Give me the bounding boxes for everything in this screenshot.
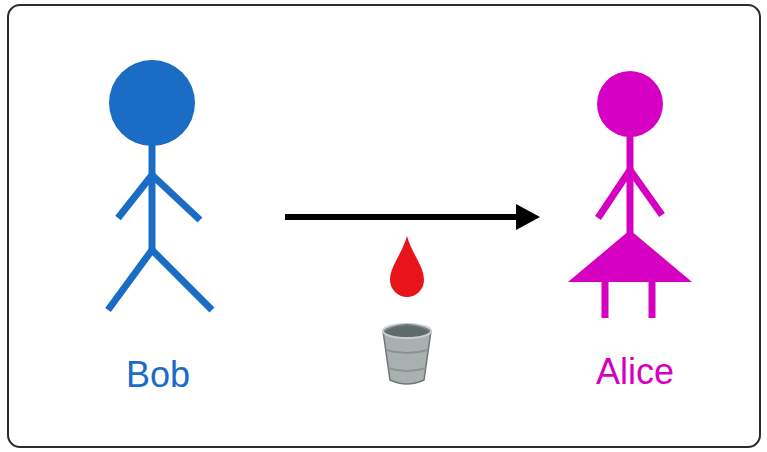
transfer-arrow: [285, 204, 540, 230]
person-name: Alice: [540, 352, 730, 392]
figure-limb: [152, 175, 200, 220]
figure-limb: [627, 134, 634, 245]
person-name: Bob: [95, 355, 221, 395]
figure-head: [597, 71, 663, 137]
figure-limb: [649, 280, 656, 318]
figure-limb: [602, 280, 609, 318]
frame: [8, 5, 760, 447]
blood-drop: [390, 236, 424, 297]
stick-figure: [540, 60, 730, 400]
bucket-handle: [384, 325, 430, 332]
figure-limb: [118, 175, 152, 218]
bucket-rim: [383, 324, 431, 338]
bucket-icon: [383, 324, 431, 384]
arrow-head: [516, 204, 540, 230]
person-node: Bob: [95, 55, 285, 400]
bucket-rib: [386, 350, 428, 353]
stick-figure: [95, 55, 285, 400]
figure-skirt: [568, 230, 692, 282]
figure-limb: [598, 170, 630, 218]
figure-head: [109, 60, 195, 146]
figure-limb: [630, 170, 662, 215]
figure-limb: [152, 250, 212, 310]
person-node: Alice: [540, 60, 730, 400]
figure-limb: [108, 250, 152, 310]
bucket-rib: [388, 368, 426, 371]
figure-limb: [149, 143, 156, 250]
arrow-shaft: [285, 214, 518, 220]
